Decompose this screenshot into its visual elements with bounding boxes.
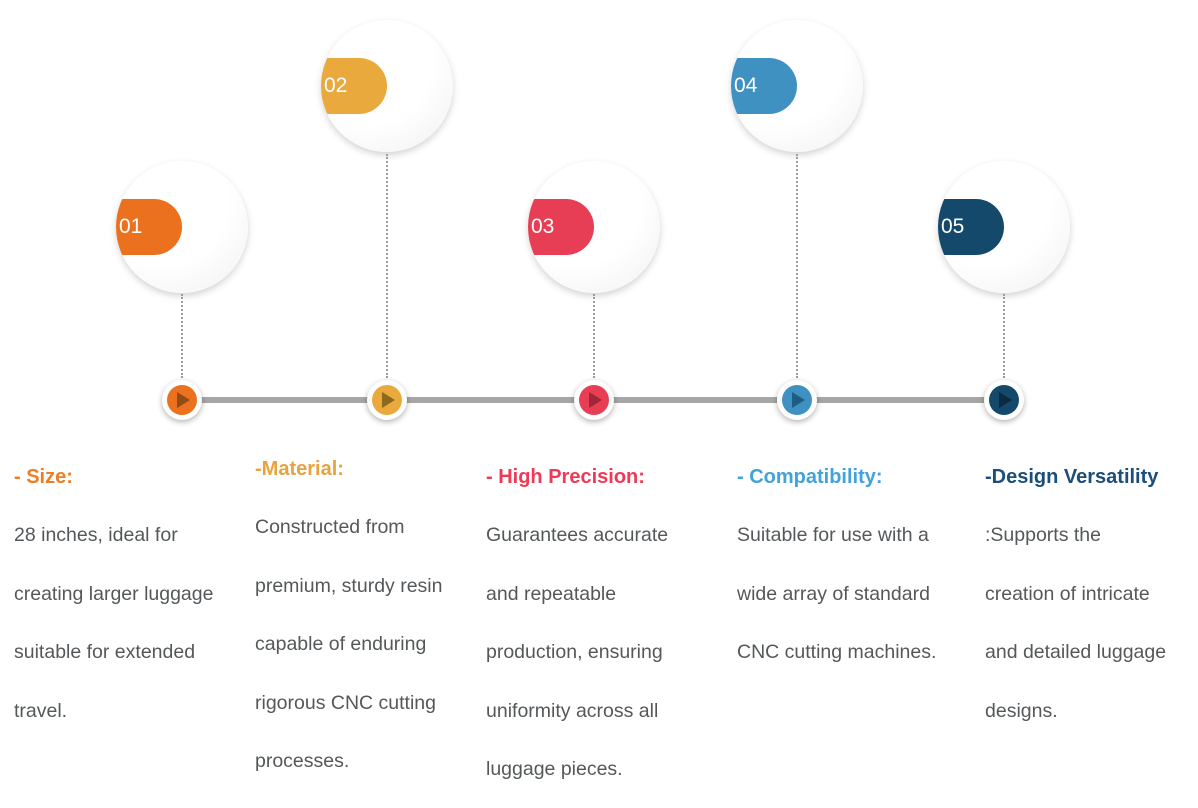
body-line: processes. bbox=[255, 750, 350, 772]
marker-circle bbox=[579, 385, 609, 415]
step-circle-1: 01 bbox=[116, 161, 248, 293]
timeline-marker-3 bbox=[574, 380, 614, 420]
step-body: 28 inches, ideal for creating larger lug… bbox=[14, 506, 213, 740]
marker-circle bbox=[167, 385, 197, 415]
step-heading: -Design Versatility bbox=[985, 466, 1159, 488]
step-heading: - Compatibility: bbox=[737, 466, 883, 488]
body-line: suitable for extended bbox=[14, 641, 196, 663]
step-number-badge: 05 bbox=[938, 199, 1004, 255]
body-line: 28 inches, ideal for bbox=[14, 524, 178, 546]
body-line: premium, sturdy resin bbox=[255, 574, 443, 597]
step-number: 01 bbox=[119, 215, 143, 238]
marker-circle bbox=[372, 385, 402, 415]
body-line: creating larger luggage bbox=[14, 582, 214, 605]
timeline-marker-1 bbox=[162, 380, 202, 420]
body-line: :Supports the bbox=[985, 524, 1101, 546]
step-description-column-2: -Material: Constructed from premium, stu… bbox=[255, 455, 442, 791]
step-heading: -Material: bbox=[255, 458, 344, 480]
body-line: and repeatable bbox=[486, 582, 617, 605]
step-number: 05 bbox=[941, 215, 965, 238]
step-circle-2: 02 bbox=[321, 20, 453, 152]
play-icon bbox=[589, 392, 602, 408]
play-icon bbox=[999, 392, 1012, 408]
play-icon bbox=[792, 392, 805, 408]
timeline-marker-4 bbox=[777, 380, 817, 420]
dotted-connector bbox=[593, 294, 595, 378]
dotted-connector bbox=[796, 154, 798, 378]
step-number: 02 bbox=[324, 74, 348, 97]
marker-circle bbox=[782, 385, 812, 415]
body-line: luggage pieces. bbox=[486, 758, 623, 780]
timeline-marker-5 bbox=[984, 380, 1024, 420]
step-circle-3: 03 bbox=[528, 161, 660, 293]
step-description-column-1: - Size: 28 inches, ideal for creating la… bbox=[14, 463, 213, 740]
body-line: CNC cutting machines. bbox=[737, 641, 937, 663]
timeline-marker-2 bbox=[367, 380, 407, 420]
body-line: uniformity across all bbox=[486, 699, 659, 722]
step-description-column-3: - High Precision: Guarantees accurate an… bbox=[486, 463, 668, 799]
body-line: and detailed luggage bbox=[985, 641, 1167, 663]
step-number-badge: 04 bbox=[731, 58, 797, 114]
step-number: 04 bbox=[734, 74, 758, 97]
body-line: capable of enduring bbox=[255, 633, 427, 655]
step-number-badge: 03 bbox=[528, 199, 594, 255]
body-line: Constructed from bbox=[255, 516, 405, 538]
step-description-column-4: - Compatibility: Suitable for use with a… bbox=[737, 463, 936, 682]
step-circle-5: 05 bbox=[938, 161, 1070, 293]
play-icon bbox=[382, 392, 395, 408]
step-body: Suitable for use with a wide array of st… bbox=[737, 506, 936, 682]
step-circle-4: 04 bbox=[731, 20, 863, 152]
body-line: production, ensuring bbox=[486, 641, 663, 663]
step-number-badge: 01 bbox=[116, 199, 182, 255]
body-line: Suitable for use with a bbox=[737, 524, 929, 546]
body-line: Guarantees accurate bbox=[486, 524, 669, 546]
dotted-connector bbox=[386, 154, 388, 378]
step-body: Constructed from premium, sturdy resin c… bbox=[255, 498, 442, 791]
dotted-connector bbox=[1003, 294, 1005, 378]
marker-circle bbox=[989, 385, 1019, 415]
step-number: 03 bbox=[531, 215, 555, 238]
body-line: rigorous CNC cutting bbox=[255, 691, 436, 714]
step-heading: - High Precision: bbox=[486, 466, 645, 488]
dotted-connector bbox=[181, 294, 183, 378]
step-body: Guarantees accurate and repeatable produ… bbox=[486, 506, 668, 799]
step-number-badge: 02 bbox=[321, 58, 387, 114]
play-icon bbox=[177, 392, 190, 408]
body-line: wide array of standard bbox=[737, 582, 930, 605]
step-description-column-5: -Design Versatility :Supports the creati… bbox=[985, 463, 1166, 740]
body-line: creation of intricate bbox=[985, 582, 1150, 605]
step-body: :Supports the creation of intricate and … bbox=[985, 506, 1166, 740]
body-line: designs. bbox=[985, 699, 1058, 722]
step-heading: - Size: bbox=[14, 466, 73, 488]
body-line: travel. bbox=[14, 699, 68, 722]
